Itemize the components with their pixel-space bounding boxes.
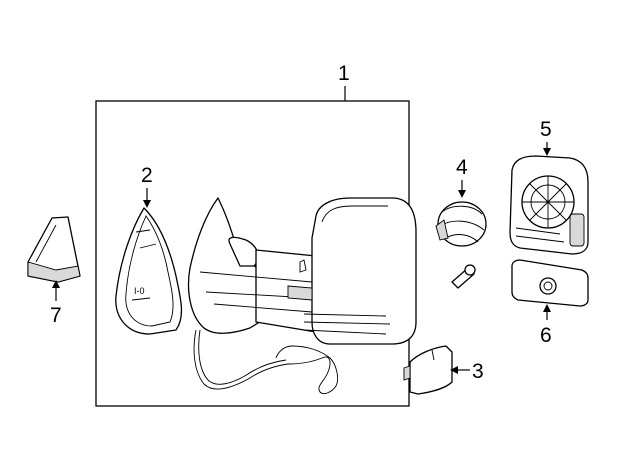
callout-1[interactable]: 1 xyxy=(338,62,350,101)
part-4-motor[interactable] xyxy=(435,201,487,247)
callout-3-arrowhead xyxy=(450,366,458,374)
housing-clip xyxy=(299,259,307,273)
callout-5[interactable]: 5 xyxy=(540,118,552,156)
mirror-heater-connector xyxy=(569,213,585,247)
motor-screw[interactable] xyxy=(451,264,476,289)
callout-7[interactable]: 7 xyxy=(50,280,62,327)
callout-6-label: 6 xyxy=(540,324,552,347)
outer-cover-edge xyxy=(27,261,81,283)
part-3-cover-cap[interactable] xyxy=(403,345,453,395)
part-7-outer-cover[interactable] xyxy=(27,216,81,283)
part-2-glass-backing[interactable]: I-0 xyxy=(115,207,183,335)
callout-5-arrowhead xyxy=(543,148,551,156)
housing-head-highlight xyxy=(321,205,388,223)
housing-lower-ribs xyxy=(303,313,391,335)
screw-head xyxy=(464,264,476,276)
part-6-spotter-glass[interactable] xyxy=(511,259,589,307)
glass-backing-ribs xyxy=(131,229,157,301)
outer-cover-crease xyxy=(35,224,57,263)
callout-4[interactable]: 4 xyxy=(456,156,468,198)
wiring-harness xyxy=(193,329,339,395)
housing-head xyxy=(311,197,417,345)
spotter-knob-inner xyxy=(543,281,553,291)
cover-cap-shape xyxy=(409,345,453,395)
mirror-glass-lines xyxy=(515,227,565,243)
callout-6-arrowhead xyxy=(543,304,551,312)
callout-6[interactable]: 6 xyxy=(540,304,552,347)
callout-3[interactable]: 3 xyxy=(450,360,484,383)
callout-1-label: 1 xyxy=(338,62,350,85)
callout-2[interactable]: 2 xyxy=(141,164,153,208)
glass-backing-mark: I-0 xyxy=(134,286,145,296)
glass-backing-shell xyxy=(115,207,183,335)
part-1-mirror-housing[interactable] xyxy=(187,197,417,345)
cover-cap-seam xyxy=(431,349,435,361)
callout-7-label: 7 xyxy=(50,304,62,327)
motor-connector xyxy=(435,219,449,241)
part-5-mirror-glass[interactable] xyxy=(509,155,589,255)
callout-4-arrowhead xyxy=(458,190,466,198)
cover-cap-tab xyxy=(403,365,411,381)
spotter-glass-knob xyxy=(539,277,557,295)
callout-4-label: 4 xyxy=(456,156,468,179)
housing-port xyxy=(287,285,313,301)
callout-3-label: 3 xyxy=(472,360,484,383)
callout-2-label: 2 xyxy=(141,164,153,187)
callout-5-label: 5 xyxy=(540,118,552,141)
callout-7-arrowhead xyxy=(52,280,60,288)
glass-backing-inner xyxy=(125,215,174,327)
callout-2-arrowhead xyxy=(143,200,151,208)
mirror-mount-spokes xyxy=(522,176,574,228)
